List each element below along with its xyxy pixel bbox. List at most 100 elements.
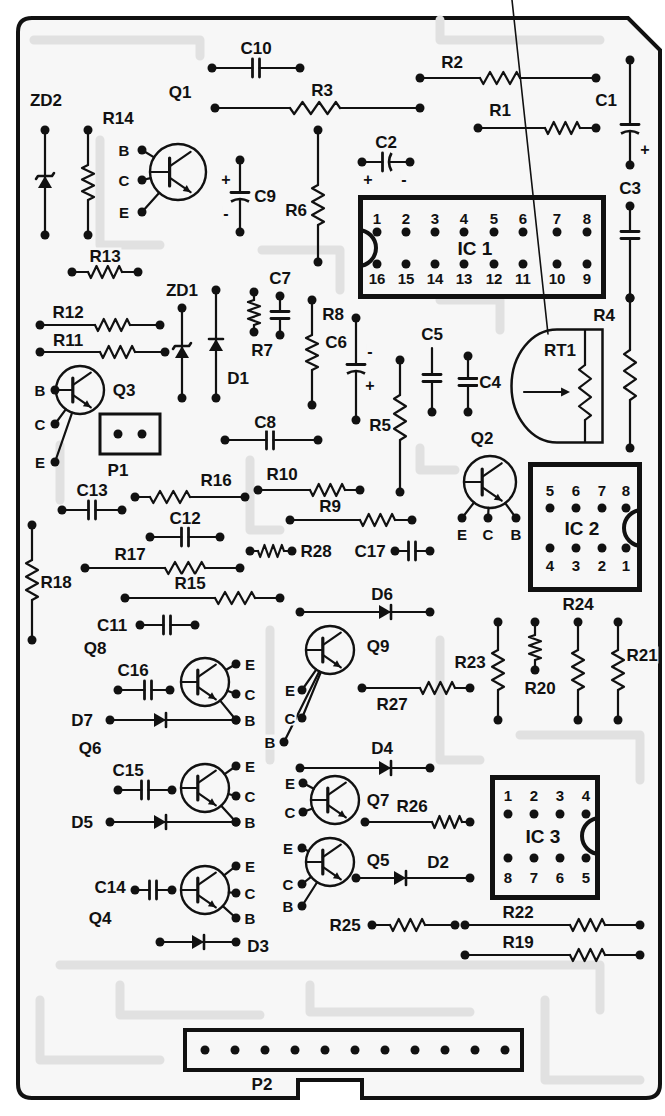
capacitor-symbol [347,371,365,374]
solder-pad [241,493,250,502]
part-label: C8 [253,414,277,431]
resistor-symbol [26,560,38,600]
solder-pad [114,430,123,439]
transistor-collector [170,152,191,167]
solder-pad [431,260,440,269]
pin-number: 1 [621,558,631,573]
solder-pad [232,938,241,947]
solder-pad [81,564,90,573]
solder-pad [614,618,623,627]
solder-pad [168,886,177,895]
solder-pad [626,294,635,303]
solder-pad [504,854,513,863]
emitter-arrow [208,798,216,805]
edge-connector [185,1030,522,1070]
solder-pad [474,124,483,133]
diode-symbol [192,935,204,949]
pin-number: 8 [621,483,631,498]
zener-bar [173,343,191,349]
copper-trace [310,985,470,1012]
pin-number: 9 [582,271,592,286]
diode-symbol [394,871,406,885]
pin-number: 8 [582,211,592,226]
solder-pad [626,161,635,170]
part-label: R9 [318,498,342,515]
pin-label: B [510,527,523,542]
solder-pad [426,547,435,556]
capacitor-lead [274,439,319,441]
copper-trace [545,1000,640,1080]
diode-bar [203,935,206,949]
solder-pad [416,104,425,113]
part-label: C7 [268,270,292,287]
solder-pad [232,660,241,669]
solder-pad [531,666,540,675]
part-label: C16 [116,662,149,679]
diode-symbol [175,346,189,358]
transistor-collector [198,873,216,885]
capacitor-lead [355,372,357,421]
solder-pad [592,74,601,83]
pin-number: 7 [529,870,539,885]
transistor-lead [55,413,72,462]
copper-trace [34,40,200,56]
solder-pad [494,716,503,725]
resistor-symbol [150,491,190,503]
copper-trace [420,448,455,470]
solder-pad [501,1046,510,1055]
part-label: R8 [321,306,345,323]
resistor-lead [365,821,432,823]
pin-number: 4 [459,211,469,226]
resistor-symbol [360,514,395,526]
transistor-collector [323,633,341,645]
solder-pad [406,158,415,167]
emitter-arrow [183,185,191,192]
capacitor-symbol [140,781,143,799]
transistor-base [306,861,323,863]
part-label: C6 [324,334,348,351]
solder-pad [396,356,405,365]
pin-number: 12 [485,271,504,286]
resistor-symbol [570,919,605,931]
part-label: Q3 [112,382,137,399]
solder-pad [166,686,175,695]
diode-bar [209,338,223,341]
part-label: Q2 [470,430,495,447]
resistor-symbol [394,395,406,440]
pin-number: 14 [426,271,445,286]
pin-number: 7 [552,211,562,226]
resistor-symbol [492,650,504,690]
copper-trace [56,445,65,500]
solder-pad [276,594,285,603]
copper-trace [262,250,340,290]
resistor-lead [317,130,319,185]
solder-pad [286,516,295,525]
pin-number: 1 [372,211,382,226]
solder-pad [178,394,187,403]
capacitor-symbol [381,153,384,171]
solder-pad [131,886,140,895]
polarity-mark: - [400,172,407,188]
solder-pad [546,544,555,553]
solder-pad [41,126,50,135]
solder-pad [156,321,165,330]
diode-bar [165,815,168,829]
transistor-collector [198,771,216,783]
pin-label: C [284,711,297,726]
capacitor-symbol [271,310,289,313]
transistor-base [196,776,199,800]
emitter-arrow [338,810,346,817]
solder-pad [556,810,565,819]
diode-symbol [38,176,52,188]
solder-pad [41,231,50,240]
solder-pad [299,779,308,788]
pin-label: B [244,911,257,926]
transistor-symbol [306,626,354,674]
part-label: ZD1 [165,282,199,299]
resistor-symbol [310,484,345,496]
pin-number: 6 [571,483,581,498]
transistor-emitter [323,655,341,667]
part-label: Q6 [78,740,103,757]
solder-pad [402,228,411,237]
transistor-emitter [198,687,216,699]
